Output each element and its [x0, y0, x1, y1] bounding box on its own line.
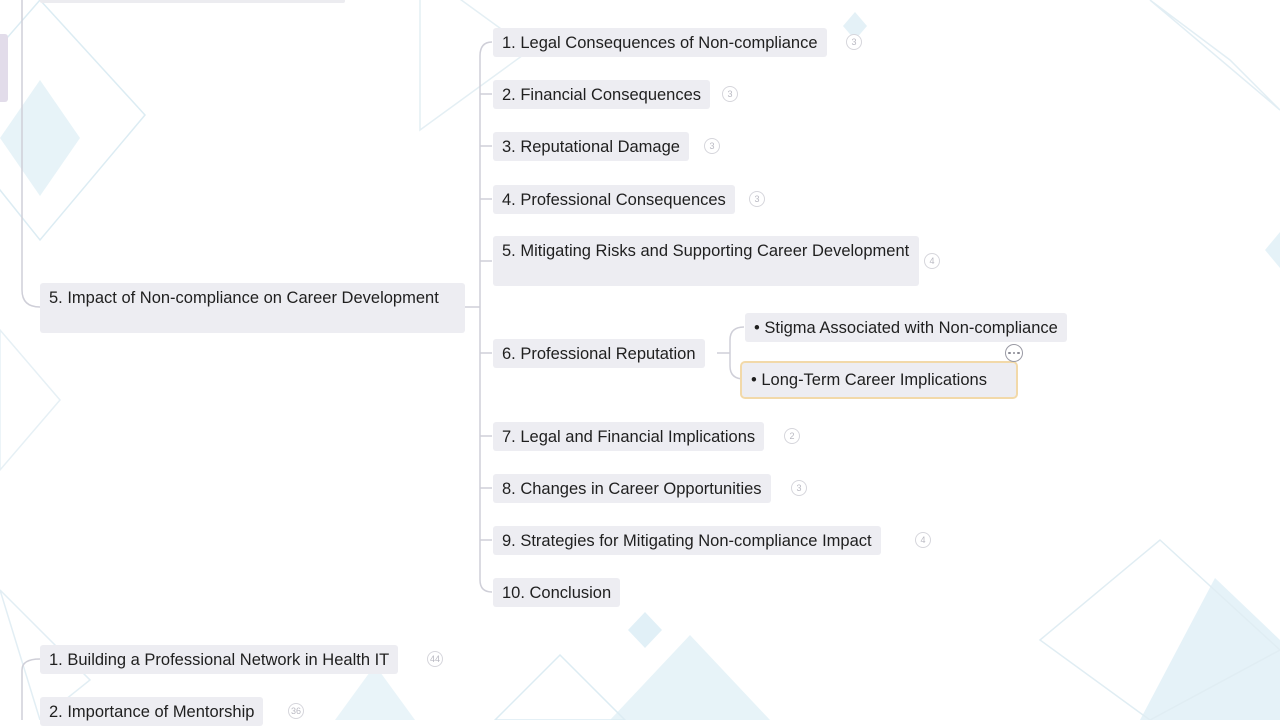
collapsed-count-badge[interactable]: 3 — [791, 480, 807, 496]
child-node-mitigating-risks[interactable]: 5. Mitigating Risks and Supporting Caree… — [493, 236, 919, 286]
node-label: 5. Mitigating Risks and Supporting Caree… — [502, 242, 910, 260]
bg-diamond — [610, 635, 770, 720]
child-node-legal-consequences[interactable]: 1. Legal Consequences of Non-compliance — [493, 28, 827, 57]
node-label: 5. Impact of Non-compliance on Career De… — [49, 289, 439, 307]
child-node-financial-consequences[interactable]: 2. Financial Consequences — [493, 80, 711, 109]
bg-diamond-outline — [1149, 0, 1280, 111]
bg-diamond-outline — [0, 328, 61, 472]
bg-diamond — [843, 12, 867, 40]
child-node-professional-consequences[interactable]: 4. Professional Consequences — [493, 185, 735, 214]
node-label: 10. Conclusion — [502, 583, 612, 602]
collapsed-count-badge[interactable]: 44 — [427, 651, 443, 667]
bg-diamond — [1265, 232, 1280, 268]
node-label: 2. Importance of Mentorship — [49, 702, 255, 721]
node-label: 6. Professional Reputation — [502, 344, 696, 363]
child-node-career-opportunities[interactable]: 8. Changes in Career Opportunities — [493, 474, 771, 503]
bg-diamond — [335, 665, 415, 720]
bg-diamond-outline — [493, 653, 627, 720]
subchild-node-long-term-implications[interactable]: • Long-Term Career Implications — [740, 361, 1018, 399]
child-node-reputational-damage[interactable]: 3. Reputational Damage — [493, 132, 689, 161]
bg-diamond-outline — [0, 0, 146, 242]
node-label: 4. Professional Consequences — [502, 190, 726, 209]
collapsed-count-badge[interactable]: 3 — [846, 34, 862, 50]
collapsed-count-badge[interactable]: 3 — [704, 138, 720, 154]
node-label: 7. Legal and Financial Implications — [502, 427, 756, 446]
root-node-edge[interactable] — [0, 34, 8, 102]
child-node-conclusion[interactable]: 10. Conclusion — [493, 578, 621, 607]
node-label: 2. Financial Consequences — [502, 85, 702, 104]
bg-diamond-outline — [419, 0, 532, 132]
node-label: 1. Building a Professional Network in He… — [49, 650, 390, 669]
bg-diamond — [628, 612, 662, 648]
node-label: 8. Changes in Career Opportunities — [502, 479, 762, 498]
collapsed-count-badge[interactable]: 3 — [722, 86, 738, 102]
collapsed-count-badge[interactable]: 4 — [924, 253, 940, 269]
branch-node-professional-network[interactable]: 1. Building a Professional Network in He… — [40, 645, 399, 674]
node-label: 9. Strategies for Mitigating Non-complia… — [502, 531, 872, 550]
collapsed-count-badge[interactable]: 3 — [749, 191, 765, 207]
node-label: 1. Legal Consequences of Non-compliance — [502, 33, 818, 52]
collapsed-count-badge[interactable]: 2 — [784, 428, 800, 444]
bg-diamond-outline — [1038, 539, 1280, 720]
node-label: • Long-Term Career Implications — [751, 371, 987, 389]
node-label: • Stigma Associated with Non-compliance — [754, 318, 1058, 337]
child-node-legal-financial-implications[interactable]: 7. Legal and Financial Implications — [493, 422, 765, 451]
collapsed-count-badge[interactable]: 4 — [915, 532, 931, 548]
top-node-edge — [40, 0, 345, 3]
bg-diamond — [1140, 578, 1280, 720]
bg-diamond — [0, 80, 80, 196]
node-label: 3. Reputational Damage — [502, 137, 680, 156]
collapsed-count-badge[interactable]: 36 — [288, 703, 304, 719]
child-node-mitigation-strategies[interactable]: 9. Strategies for Mitigating Non-complia… — [493, 526, 881, 555]
branch-node-mentorship[interactable]: 2. Importance of Mentorship — [40, 697, 264, 726]
more-options-icon[interactable] — [1005, 344, 1023, 362]
subchild-node-stigma[interactable]: • Stigma Associated with Non-compliance — [745, 313, 1067, 342]
branch-node-career-impact[interactable]: 5. Impact of Non-compliance on Career De… — [40, 283, 465, 333]
child-node-professional-reputation[interactable]: 6. Professional Reputation — [493, 339, 705, 368]
